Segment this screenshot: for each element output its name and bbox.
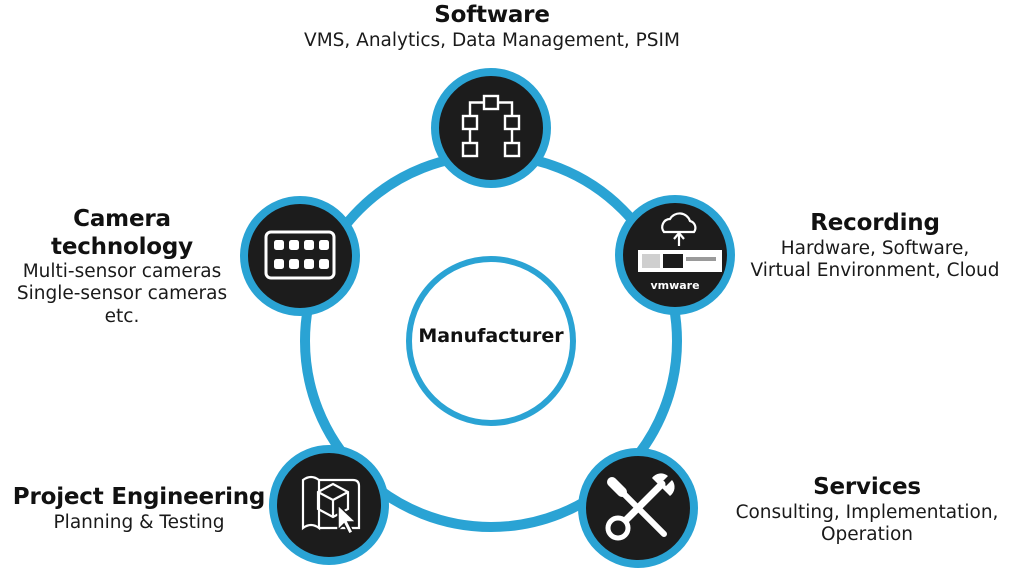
services-line-2: Operation: [820, 523, 914, 545]
vmware-logo-text: vmware: [650, 279, 699, 292]
camera-technology-line-1: Multi-sensor cameras: [22, 261, 222, 283]
software-node: [431, 68, 551, 188]
recording-title: Recording: [810, 210, 940, 236]
recording-node: vmware: [615, 195, 735, 315]
camera-technology-line-2: Single-sensor cameras: [16, 283, 228, 305]
software-label: Software VMS, Analytics, Data Management…: [262, 2, 722, 52]
blueprint-cube-icon: [301, 475, 361, 536]
camera-technology-node: [240, 196, 360, 316]
recording-line-2: Virtual Environment, Cloud: [750, 259, 1000, 281]
center-label: Manufacturer: [418, 325, 564, 347]
services-node: [578, 448, 698, 568]
wrench-screwdriver-icon: [605, 473, 675, 541]
project-engineering-title: Project Engineering: [12, 484, 266, 510]
services-line-1: Consulting, Implementation,: [735, 501, 999, 523]
software-line: VMS, Analytics, Data Management, PSIM: [304, 29, 680, 51]
camera-technology-line-3: etc.: [104, 305, 140, 327]
center-ring: [406, 256, 576, 426]
project-engineering-label: Project Engineering Planning & Testing: [8, 484, 270, 534]
software-title: Software: [434, 2, 550, 28]
camera-technology-title: Camera technology: [51, 206, 193, 260]
multi-sensor-camera-icon: [264, 230, 336, 280]
flowchart-icon: [461, 94, 521, 158]
project-engineering-line: Planning & Testing: [53, 511, 225, 533]
services-label: Services Consulting, Implementation, Ope…: [714, 474, 1020, 546]
recording-label: Recording Hardware, Software, Virtual En…: [730, 210, 1020, 282]
camera-technology-label: Camera technology Multi-sensor cameras S…: [0, 206, 244, 328]
cloud-server-icon: vmware: [638, 212, 722, 292]
project-engineering-node: [269, 445, 389, 565]
recording-line-1: Hardware, Software,: [780, 237, 970, 259]
services-title: Services: [813, 474, 921, 500]
